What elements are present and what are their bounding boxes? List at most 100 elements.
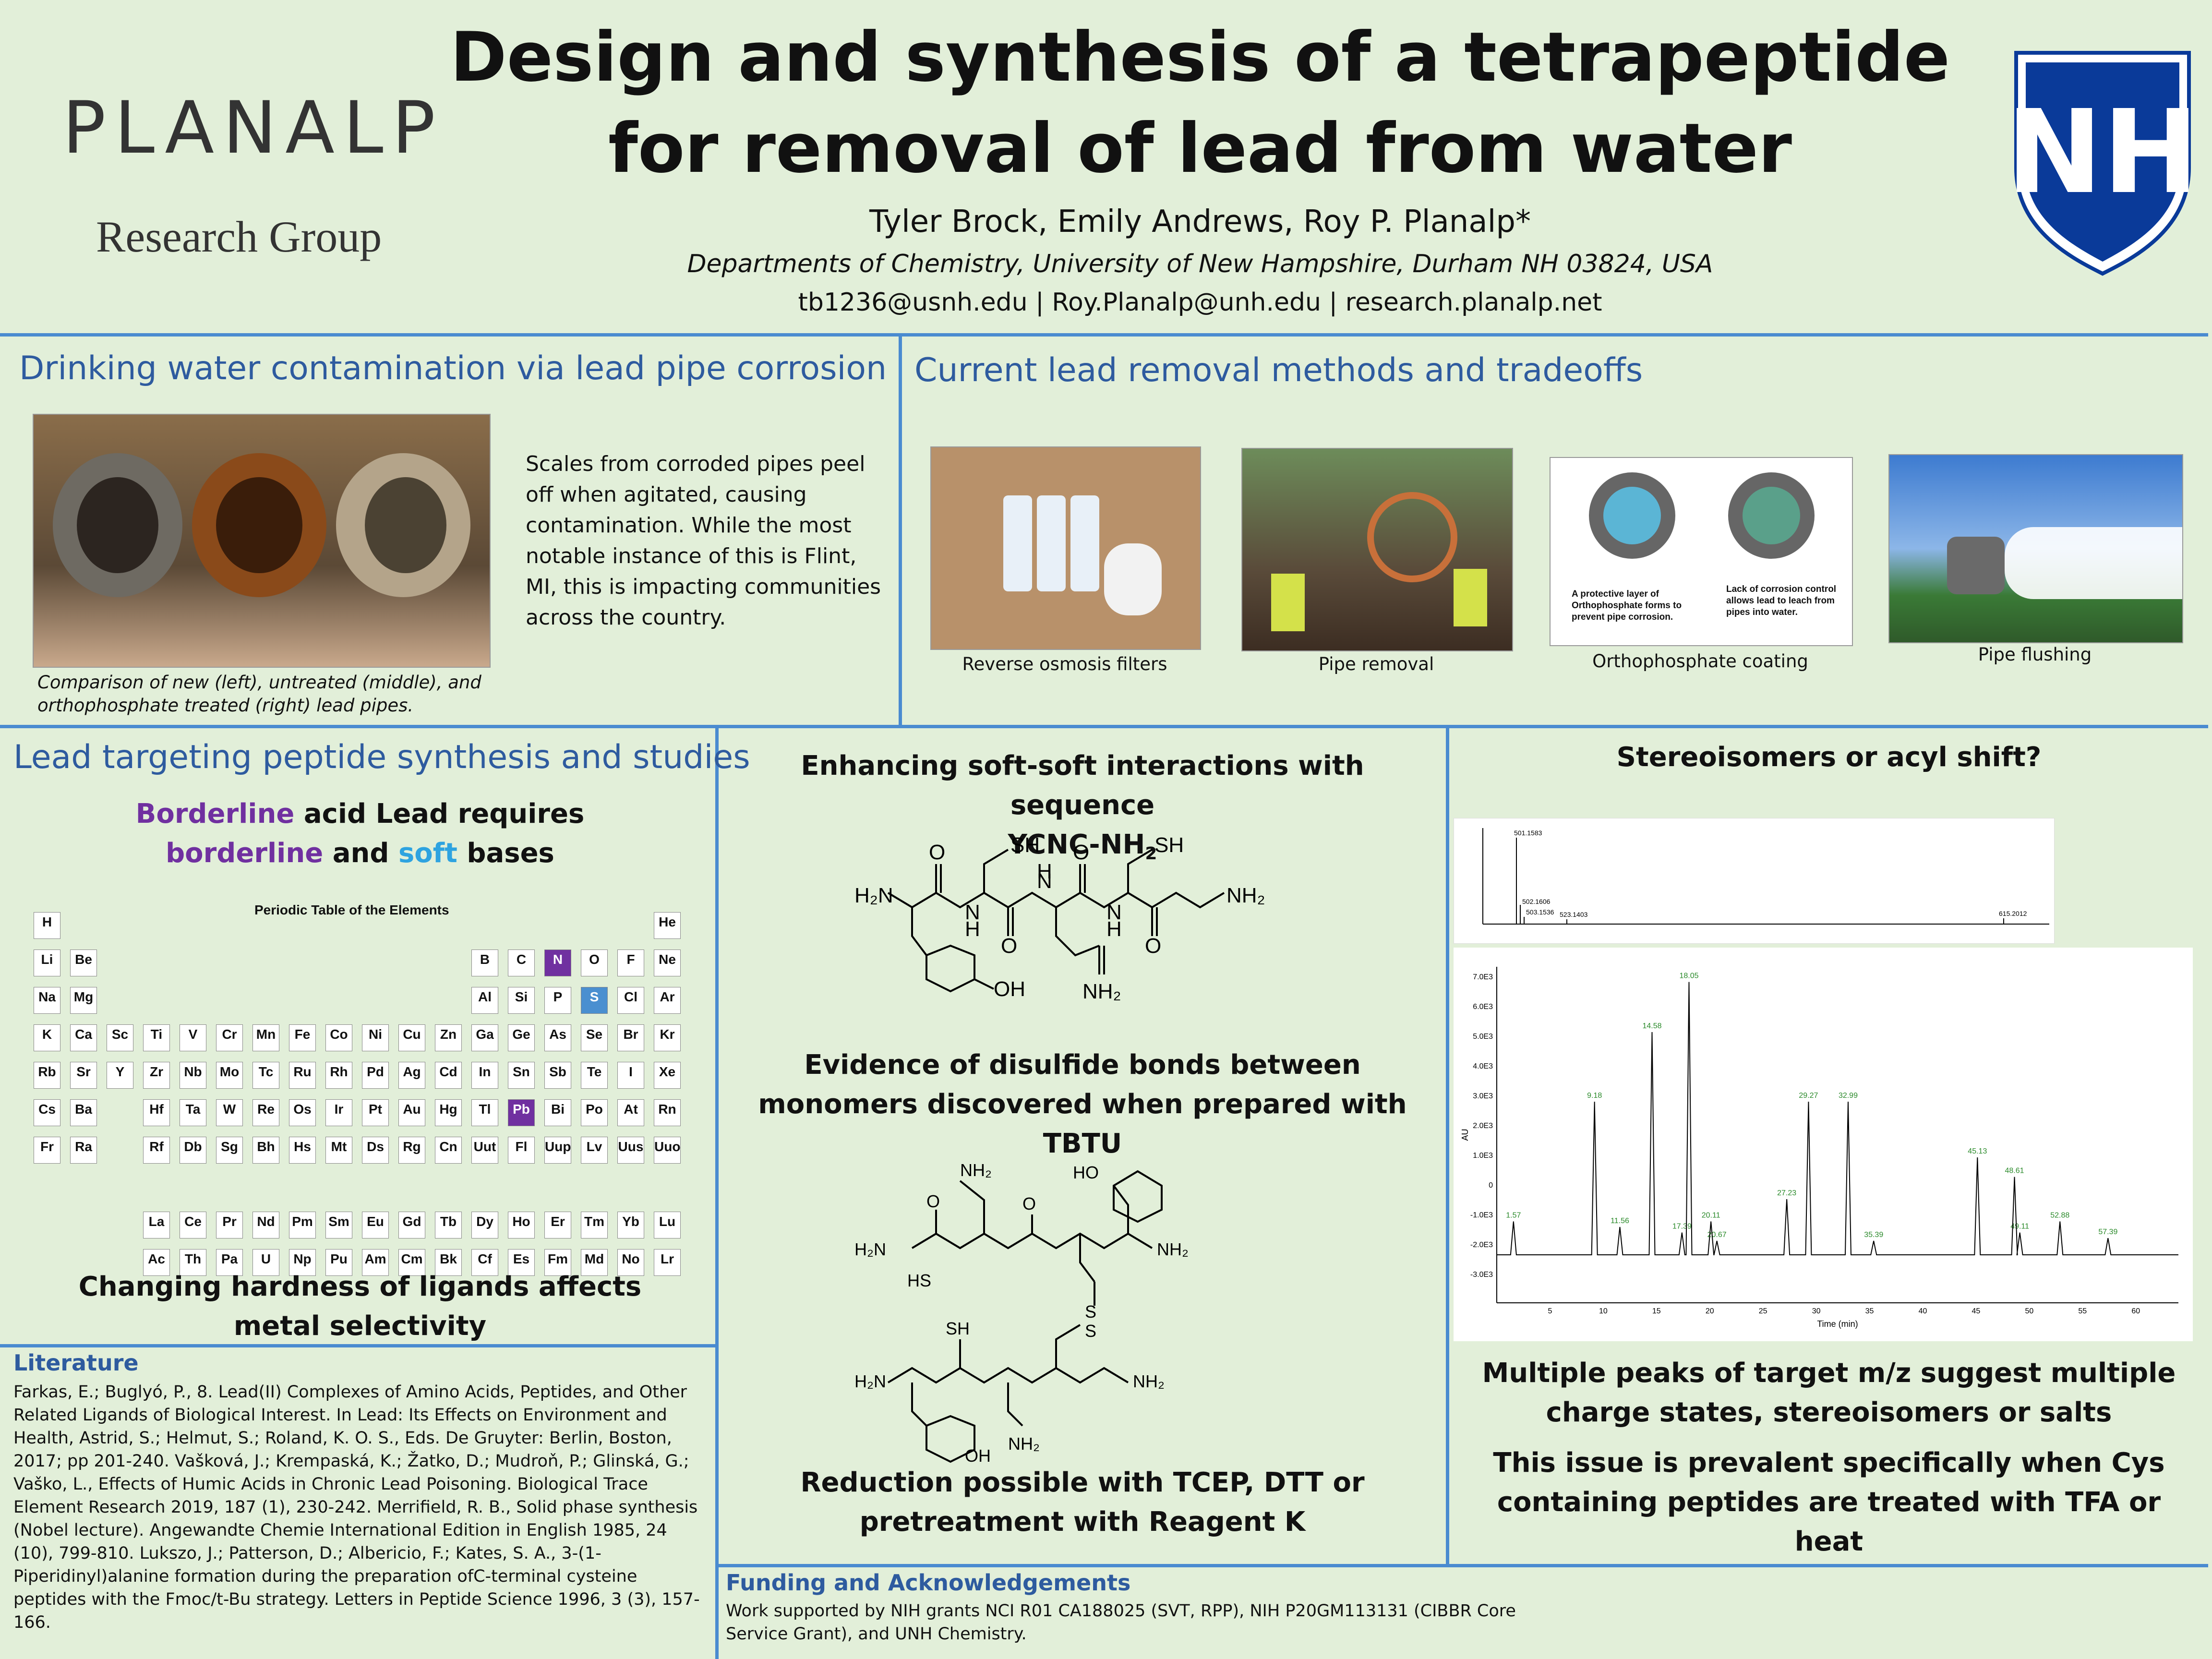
element-sr: Sr (70, 1062, 97, 1089)
element-sb: Sb (544, 1062, 571, 1089)
title-line-2: for removal of lead from water (608, 109, 1792, 188)
element-ir: Ir (325, 1099, 352, 1126)
element-cm: Cm (398, 1249, 425, 1276)
pipe-removal-photo (1241, 448, 1513, 651)
chromatogram-ytick: 0 (1489, 1181, 1493, 1190)
element-pd: Pd (362, 1062, 389, 1089)
svg-text:NH₂: NH₂ (1226, 884, 1265, 907)
chromatogram-ytick: 5.0E3 (1473, 1033, 1493, 1041)
title-line-1: Design and synthesis of a tetrapeptide (450, 18, 1950, 97)
chromatogram-peak-label: 17.39 (1672, 1223, 1692, 1231)
caption-pipe-removal: Pipe removal (1318, 654, 1434, 674)
element-he: He (654, 912, 681, 939)
stereo-title: Stereoisomers or acyl shift? (1616, 742, 2042, 773)
svg-text:NH₂: NH₂ (1133, 1371, 1165, 1391)
svg-text:OH: OH (965, 1446, 991, 1466)
element-se: Se (581, 1024, 608, 1051)
chromatogram-xtick: 30 (1812, 1307, 1821, 1315)
element-pr: Pr (216, 1212, 243, 1238)
element-lu: Lu (654, 1212, 681, 1238)
reduction-heading: Reduction possible with TCEP, DTT or pre… (800, 1467, 1365, 1538)
disulfide-dimer-structure: H₂N NH₂ O O HO NH₂ HS S S H₂N SH NH₂ NH₂… (854, 1160, 1189, 1466)
unh-shield-logo: NH (2011, 51, 2194, 276)
element-cd: Cd (435, 1062, 462, 1089)
chromatogram-peak-label: 48.61 (2005, 1167, 2024, 1175)
element-si: Si (508, 987, 535, 1014)
element-b: B (471, 950, 498, 976)
hsab-borderline-1: Borderline (135, 798, 295, 830)
chromatogram-ytick: -3.0E3 (1470, 1271, 1493, 1279)
element-in: In (471, 1062, 498, 1089)
element-uuo: Uuo (654, 1137, 681, 1164)
element-er: Er (544, 1212, 571, 1238)
stereo-note-1: Multiple peaks of target m/z suggest mul… (1482, 1358, 2176, 1428)
svg-text:NH₂: NH₂ (1082, 980, 1121, 1003)
divider-top-vertical (899, 333, 902, 727)
ycnc-structure: H₂N O O O O NH NH NH SH SH NH₂ NH₂ OH (854, 833, 1265, 1003)
svg-text:HO: HO (1073, 1163, 1099, 1182)
element-fr: Fr (34, 1137, 60, 1164)
orthophosphate-inset-right: Lack of corrosion control allows lead to… (1726, 584, 1837, 617)
section-title-peptide: Lead targeting peptide synthesis and stu… (13, 738, 750, 776)
element-ca: Ca (70, 1024, 97, 1051)
element-hf: Hf (143, 1099, 170, 1126)
poster-title: Design and synthesis of a tetrapeptide f… (432, 12, 1968, 194)
element-uus: Uus (617, 1137, 644, 1164)
pipe-flushing-photo (1888, 454, 2183, 643)
element-md: Md (581, 1249, 608, 1276)
orthophosphate-inset-left: A protective layer of Orthophosphate for… (1572, 589, 1682, 622)
chromatogram-peak-label: 45.13 (1968, 1147, 1987, 1155)
element-yb: Yb (617, 1212, 644, 1238)
element-gd: Gd (398, 1212, 425, 1238)
svg-text:NH₂: NH₂ (1157, 1239, 1189, 1259)
divider-funding (715, 1564, 2208, 1567)
svg-text:H₂N: H₂N (854, 1371, 886, 1391)
element-pb: Pb (508, 1099, 535, 1126)
element-mn: Mn (252, 1024, 279, 1051)
svg-text:O: O (1145, 934, 1161, 958)
element-th: Th (180, 1249, 206, 1276)
element-n: N (544, 950, 571, 976)
chromatogram-ytick: 2.0E3 (1473, 1122, 1493, 1130)
element-hs: Hs (289, 1137, 316, 1164)
element-at: At (617, 1099, 644, 1126)
element-bi: Bi (544, 1099, 571, 1126)
chromatogram-peak-label: 18.05 (1679, 972, 1698, 980)
element-hg: Hg (435, 1099, 462, 1126)
chromatogram-xtick: 20 (1706, 1307, 1714, 1315)
element-pm: Pm (289, 1212, 316, 1238)
chromatogram-trace (1497, 982, 2178, 1255)
chromatogram-peak-label: 32.99 (1839, 1092, 1858, 1100)
element-cn: Cn (435, 1137, 462, 1164)
ms-peak-4: 523.1403 (1560, 911, 1588, 918)
element-db: Db (180, 1137, 206, 1164)
element-mg: Mg (70, 987, 97, 1014)
chromatogram-ytick: 1.0E3 (1473, 1152, 1493, 1160)
element-na: Na (34, 987, 60, 1014)
periodic-table-title: Periodic Table of the Elements (254, 902, 449, 917)
literature-title: Literature (13, 1350, 139, 1376)
element-cf: Cf (471, 1249, 498, 1276)
chromatogram-peak-label: 11.56 (1611, 1217, 1629, 1225)
contamination-text: Scales from corroded pipes peel off when… (526, 452, 881, 630)
svg-text:O: O (929, 841, 945, 864)
chromatogram-xlabel: Time (min) (1817, 1319, 1858, 1329)
element-tm: Tm (581, 1212, 608, 1238)
chromatogram-ytick: -1.0E3 (1470, 1211, 1493, 1219)
element-te: Te (581, 1062, 608, 1089)
chromatogram-peak-label: 49.11 (2010, 1223, 2029, 1231)
svg-text:H: H (965, 917, 980, 941)
element-no: No (617, 1249, 644, 1276)
lead-pipes-photo (33, 414, 491, 668)
hsab-text-1: acid Lead requires (294, 798, 585, 830)
element-re: Re (252, 1099, 279, 1126)
element-nb: Nb (180, 1062, 206, 1089)
hsab-statement: Borderline acid Lead requires borderline… (43, 794, 677, 873)
element-pu: Pu (325, 1249, 352, 1276)
svg-text:H₂N: H₂N (854, 884, 893, 907)
svg-text:HS: HS (907, 1271, 931, 1290)
element-ra: Ra (70, 1137, 97, 1164)
element-sg: Sg (216, 1137, 243, 1164)
chromatogram-peak-label: 1.57 (1506, 1211, 1521, 1219)
chromatogram-ytick: 6.0E3 (1473, 1003, 1493, 1011)
